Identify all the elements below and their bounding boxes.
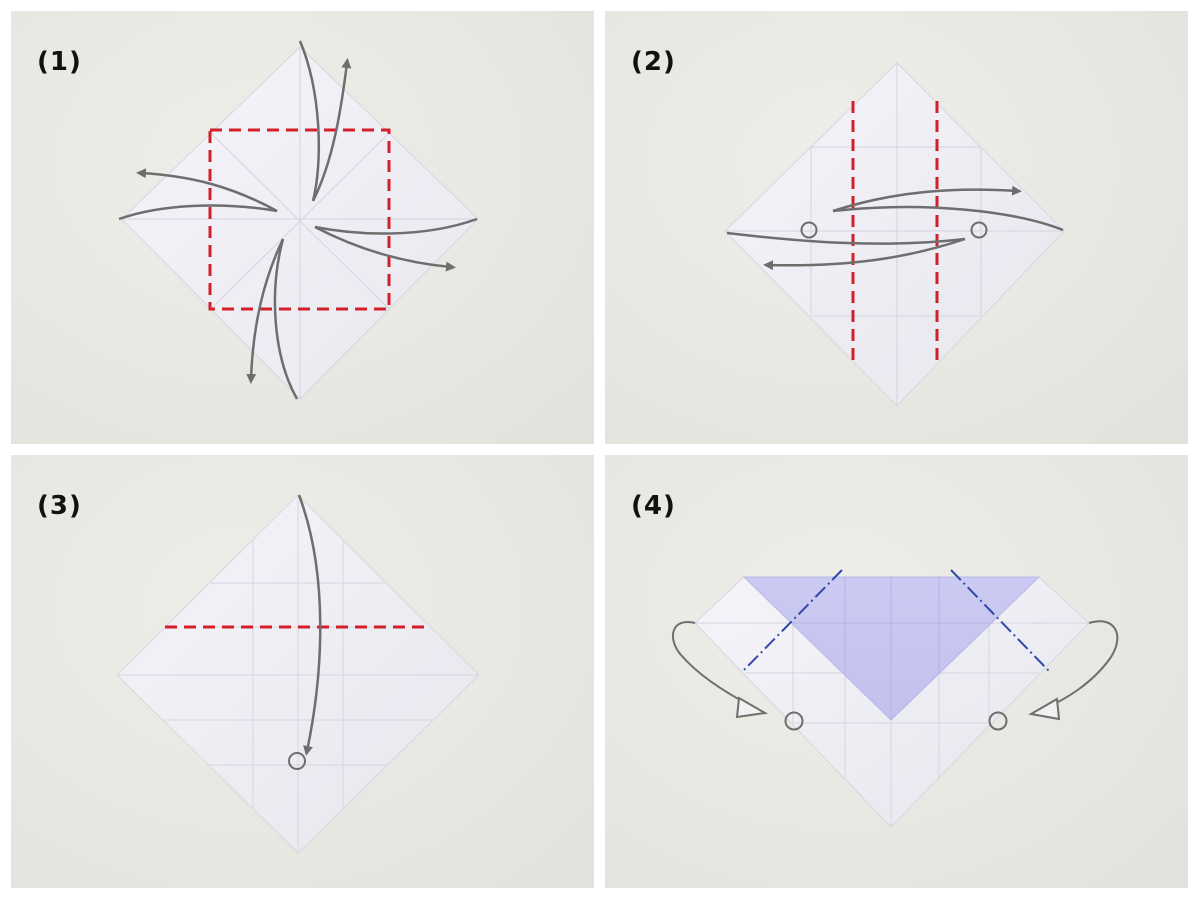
reference-point-circle [970,221,988,239]
reference-point-circle [784,711,804,731]
step-2-diagram [724,62,1065,407]
reference-point-circle [800,221,818,239]
crease-lines [122,47,478,399]
fold-arrows [118,40,478,400]
step-1-diagram [118,40,479,400]
step-2-panel: (2) [605,11,1188,444]
step-number-label: (2) [631,47,676,77]
step-4-diagram [672,569,1119,828]
flap-crease-lines [791,577,993,720]
step-3-diagram [116,494,480,854]
turn-over-arrow-left [672,620,769,719]
crease-lines [725,63,1064,406]
valley-fold-square [208,128,391,311]
fold-arrows [297,494,322,756]
step-number-label: (3) [37,491,82,521]
step-number-label: (4) [631,491,676,521]
turn-over-arrow-right [1028,620,1119,721]
step-number-label: (1) [37,47,82,77]
step-3-panel: (3) [11,455,594,888]
step-1-panel: (1) [11,11,594,444]
paper-square [724,62,1065,407]
step-4-panel: (4) [605,455,1188,888]
reference-point-circle [988,711,1008,731]
valley-fold-lines [851,101,939,361]
reference-point-circle [288,752,306,770]
fold-arrows [726,185,1064,271]
